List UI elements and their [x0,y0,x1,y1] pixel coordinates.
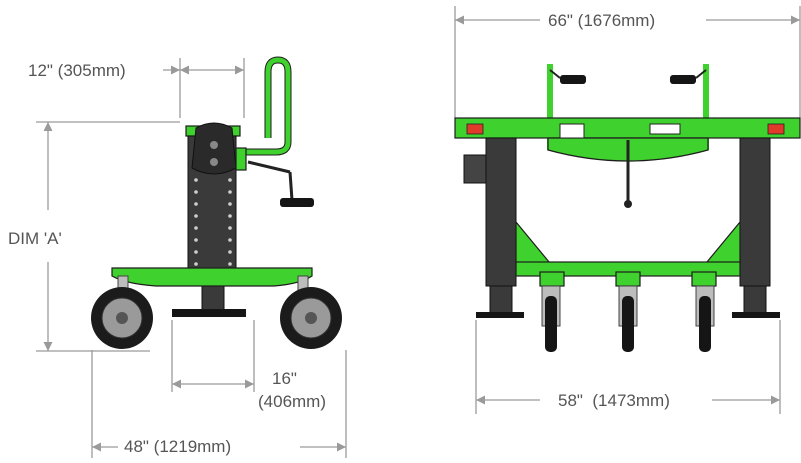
left-caster-icon [91,275,153,349]
warning-decal-left [559,123,585,139]
side-length-label: 48" (1219mm) [124,437,231,456]
top-offset-label: 12" (305mm) [28,61,126,80]
front-width-bottom-label: 58" (1473mm) [558,391,670,410]
top-offset-dimension [163,58,245,118]
left-reflector [466,123,484,135]
column-holes [194,178,232,266]
front-width-top-label: 66" (1676mm) [548,11,655,30]
side-length-dimension [91,350,347,458]
right-reflector [767,123,785,135]
right-brace [700,220,741,269]
caster-spacing-mm-label: (406mm) [258,392,326,411]
left-brace [515,220,556,269]
crank-icon [247,160,314,207]
handle-frame-icon [242,56,292,156]
front-width-bottom-dimension [475,320,781,414]
right-caster-icon [280,275,342,349]
left-column [485,137,517,287]
foot-plate [172,309,246,317]
caster-spacing-label: 16" [272,369,297,388]
top-crossbar [454,117,801,139]
front-view [454,6,801,414]
right-column [739,137,771,287]
base-deck [111,267,313,287]
side-view [36,56,347,458]
height-dimension [36,121,180,352]
caster-spacing-dimension [171,320,255,392]
warning-decal-right [649,123,681,135]
height-a-label: DIM 'A' [8,229,62,248]
front-width-top-dimension [454,6,801,118]
front-casters-icon [541,285,715,352]
